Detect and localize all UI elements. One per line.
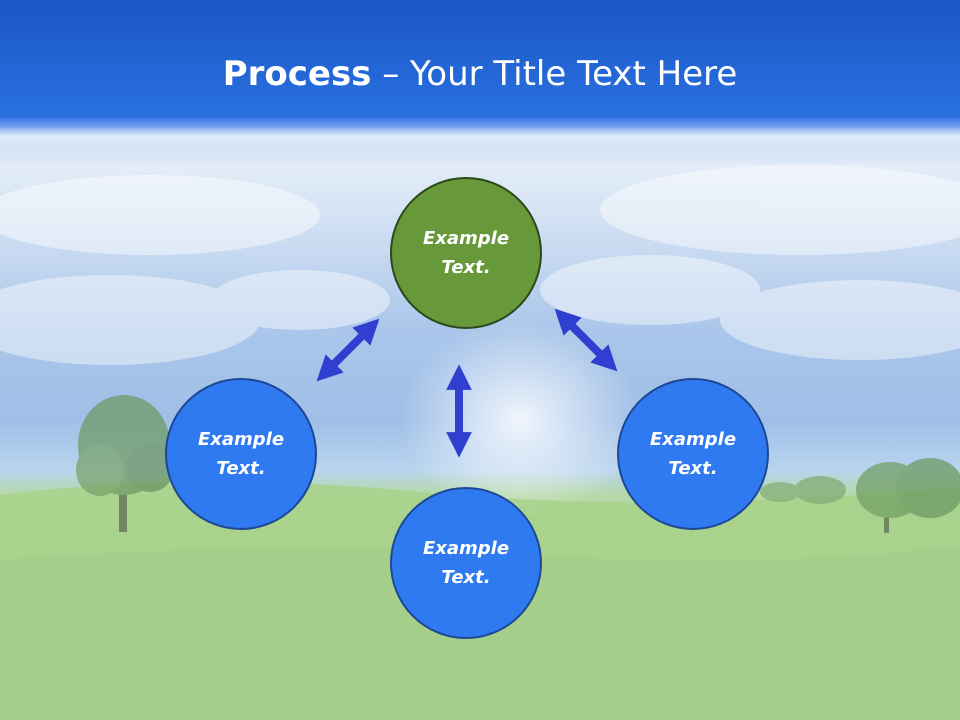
title-rest: – Your Title Text Here [371, 54, 738, 94]
node-bottom[interactable]: Example Text. [390, 487, 542, 639]
node-left-label: Example Text. [197, 429, 285, 479]
node-top-label: Example Text. [422, 228, 510, 278]
node-right-label: Example Text. [649, 429, 737, 479]
cloud-shapes [0, 165, 960, 365]
slide-title: Process – Your Title Text Here [0, 52, 960, 96]
node-right[interactable]: Example Text. [617, 378, 769, 530]
tree-left [76, 395, 174, 532]
title-bold: Process [222, 54, 372, 94]
header-glow [0, 118, 960, 158]
node-left[interactable]: Example Text. [165, 378, 317, 530]
node-bottom-label: Example Text. [422, 538, 510, 588]
arrow-top-right [554, 308, 618, 372]
arrow-top-left [316, 318, 380, 382]
header-bar [0, 0, 960, 128]
node-top[interactable]: Example Text. [390, 177, 542, 329]
trees-right [760, 458, 960, 533]
